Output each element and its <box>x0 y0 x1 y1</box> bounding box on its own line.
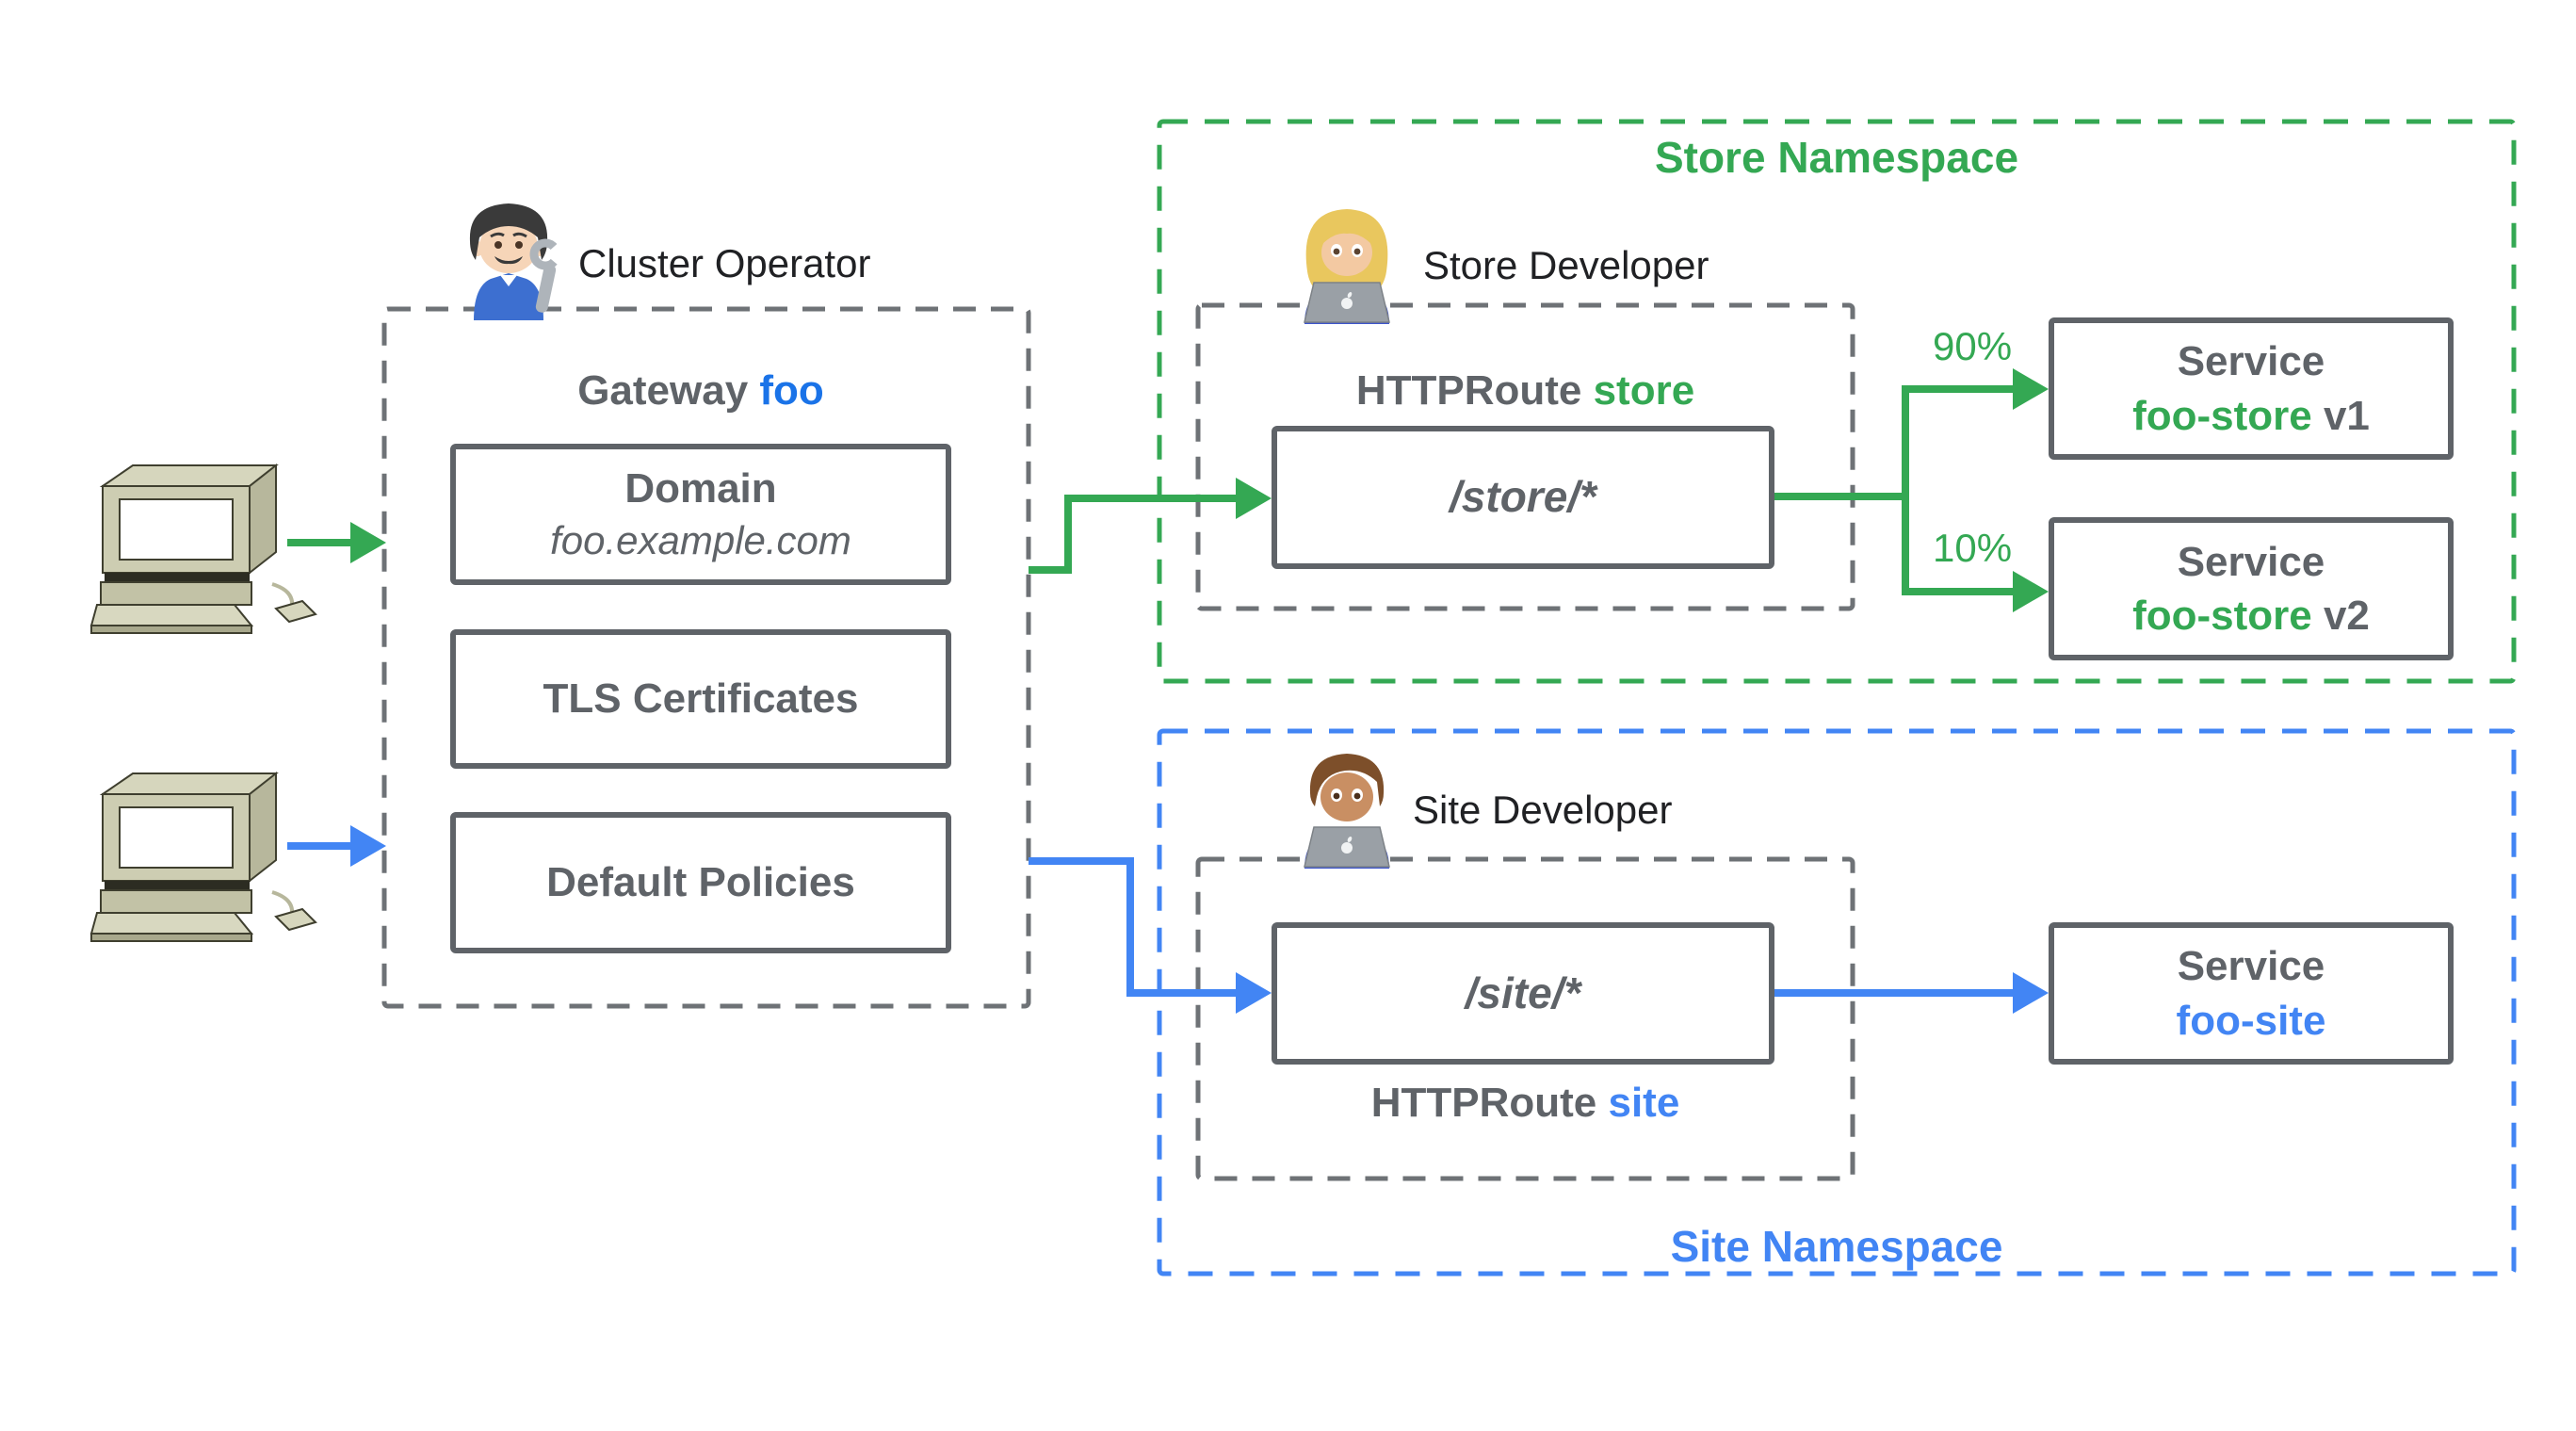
site-namespace-title: Site Namespace <box>1670 1222 2003 1271</box>
domain-box: Domain foo.example.com <box>450 444 951 585</box>
httproute-site-title: HTTPRoute site <box>1370 1080 1680 1126</box>
httproute-site-name: site <box>1608 1080 1680 1126</box>
service-v2-prefix: Service <box>2177 538 2325 585</box>
gateway-title: Gateway foo <box>577 367 824 414</box>
service-v2-name: foo-store <box>2132 593 2312 639</box>
domain-box-title: Domain <box>624 465 777 512</box>
client-computer-top-icon <box>89 463 317 634</box>
domain-box-value: foo.example.com <box>550 518 851 563</box>
man-mechanic-icon <box>469 203 560 320</box>
tls-certificates-label: TLS Certificates <box>543 675 859 723</box>
default-policies-label: Default Policies <box>546 859 855 906</box>
service-site-prefix: Service <box>2177 943 2325 990</box>
store-namespace-border <box>1157 119 2517 684</box>
service-v1-prefix: Service <box>2177 338 2325 385</box>
service-v1-version: v1 <box>2311 392 2370 439</box>
tls-certificates-box: TLS Certificates <box>450 629 951 769</box>
httproute-store-border <box>1195 302 1855 611</box>
service-foo-store-v1-box: Service foo-store v1 <box>2049 317 2454 460</box>
store-path-box: /store/* <box>1272 426 1774 569</box>
arrow-gateway-to-store-route <box>1029 478 1272 574</box>
service-v2-version: v2 <box>2311 593 2370 639</box>
man-technologist-icon <box>1304 754 1390 869</box>
store-developer-label: Store Developer <box>1423 243 1709 287</box>
arrow-store-route-to-v2 <box>1902 496 2049 612</box>
arrow-site-route-to-service <box>1774 972 2049 1014</box>
arrow-client1-to-gateway <box>287 522 386 563</box>
cluster-operator-label: Cluster Operator <box>578 241 871 285</box>
store-path-label: /store/* <box>1450 472 1596 522</box>
service-foo-site-box: Service foo-site <box>2049 922 2454 1065</box>
default-policies-box: Default Policies <box>450 812 951 953</box>
weight-90-label: 90% <box>1933 324 2013 368</box>
woman-technologist-icon <box>1304 209 1390 324</box>
httproute-store-title: HTTPRoute store <box>1355 367 1695 414</box>
site-path-label: /site/* <box>1465 968 1581 1017</box>
arrow-store-route-to-v1 <box>1774 368 2049 500</box>
weight-10-label: 10% <box>1933 526 2013 570</box>
service-site-name: foo-site <box>2176 997 2326 1044</box>
client-computer-bottom-icon <box>89 771 317 942</box>
service-foo-store-v2-box: Service foo-store v2 <box>2049 517 2454 660</box>
site-developer-label: Site Developer <box>1413 788 1673 832</box>
arrow-gateway-to-site-route <box>1029 857 1272 1014</box>
httproute-site-border <box>1195 856 1855 1181</box>
service-v1-name: foo-store <box>2132 392 2312 439</box>
site-namespace-border <box>1157 728 2517 1277</box>
gateway-border <box>381 306 1031 1009</box>
gateway-name: foo <box>759 367 824 414</box>
store-namespace-title: Store Namespace <box>1654 133 2019 182</box>
site-path-box: /site/* <box>1272 922 1774 1065</box>
arrow-client2-to-gateway <box>287 825 386 867</box>
httproute-store-name: store <box>1593 367 1695 414</box>
